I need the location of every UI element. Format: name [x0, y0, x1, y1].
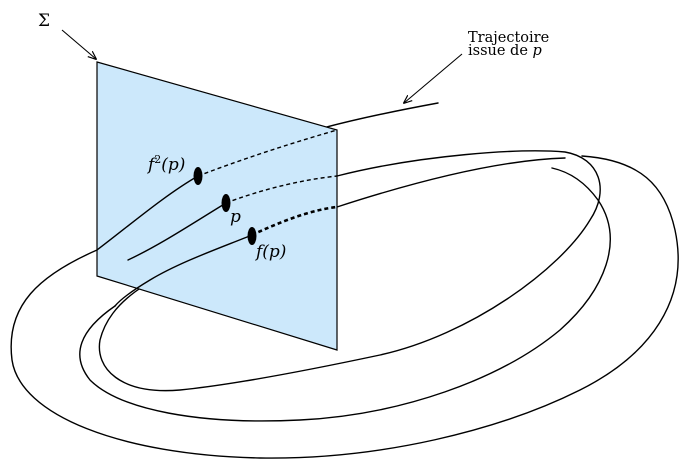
- trajectory-front-entry: [127, 202, 227, 261]
- trajectory-dashed-fp: [251, 205, 338, 237]
- section-label: Σ: [38, 11, 50, 31]
- point-f2p-exp: 2: [154, 153, 161, 166]
- trajectory-label-prefix: issue de: [468, 43, 533, 59]
- point-f2p-marker: [193, 167, 203, 185]
- point-fp-marker: [247, 227, 257, 245]
- trajectory-label-line2: issue de p: [468, 43, 542, 59]
- trajectory-label-var: p: [533, 43, 542, 59]
- trajectory-inner-loop: [79, 167, 611, 422]
- trajectory-label-line1: Trajectoire: [468, 30, 549, 46]
- trajectory-back-outer-loop: [336, 157, 566, 208]
- point-fp-label: f(p): [254, 242, 286, 262]
- point-f2p-f: f: [146, 155, 157, 175]
- trajectory-back-upper: [322, 102, 439, 129]
- trajectory-dashed-upper: [197, 129, 338, 177]
- trajectory-back-middle-loop: [98, 150, 601, 392]
- trajectory-dashed-middle: [225, 175, 338, 204]
- trajectory-outer-big-loop: [10, 155, 679, 459]
- point-f2p-label: f2(p): [146, 153, 185, 175]
- trajectory-front-fp-segment: [114, 234, 253, 307]
- trajectory-arrow: [404, 53, 463, 103]
- section-plane: [96, 61, 338, 351]
- point-f2p-arg: (p): [161, 155, 185, 175]
- point-p-label: p: [230, 207, 241, 227]
- section-arrow: [61, 29, 96, 59]
- point-p-marker: [221, 194, 231, 212]
- trajectory-front-lower: [96, 175, 199, 251]
